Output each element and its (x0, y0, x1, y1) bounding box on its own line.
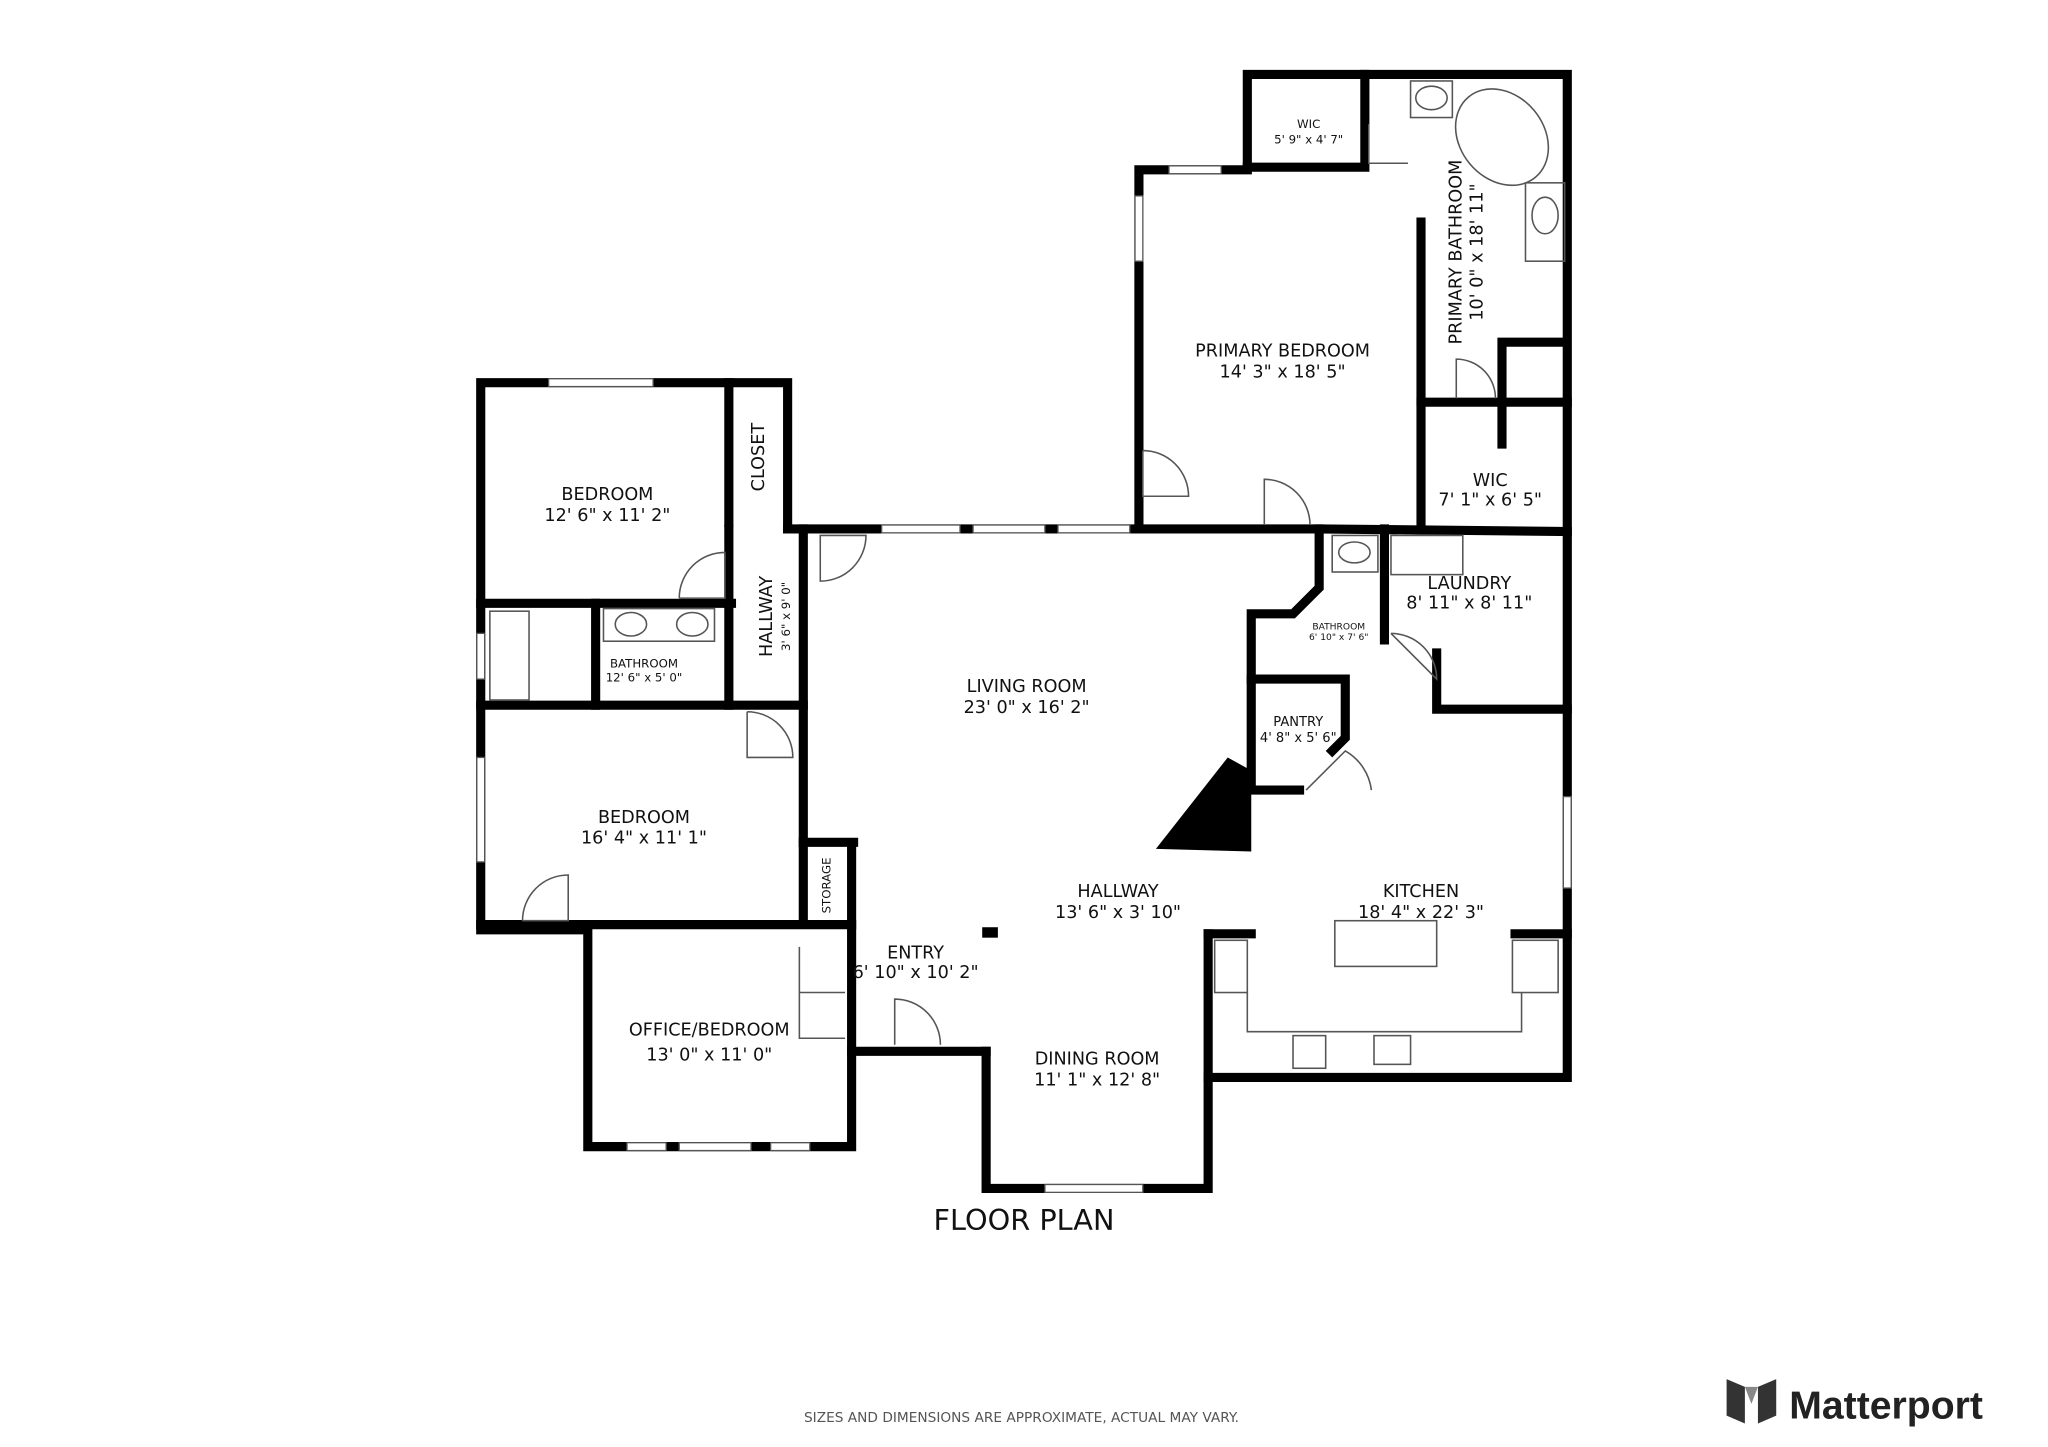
windows (476, 165, 1572, 1193)
hallway-2-dims: 13' 6" x 3' 10" (1055, 903, 1181, 923)
brand-name: Matterport (1789, 1384, 1983, 1427)
hallway-1-name: HALLWAY (757, 576, 777, 657)
wic-top-name: WIC (1297, 117, 1320, 131)
doors (521, 124, 1497, 1045)
matterport-logo: Matterport (1726, 1379, 1983, 1427)
dining-room-name: DINING ROOM (1035, 1049, 1160, 1069)
wic-lower-dims: 7' 1" x 6' 5" (1438, 490, 1542, 510)
primary-bathroom-dims: 10' 0" x 18' 11" (1467, 183, 1487, 320)
kitchen-dims: 18' 4" x 22' 3" (1358, 903, 1484, 923)
dining-room-dims: 11' 1" x 12' 8" (1034, 1070, 1160, 1090)
bedroom-1-dims: 12' 6" x 11' 2" (544, 506, 670, 526)
storage-name: STORAGE (820, 857, 834, 913)
bedroom-2-name: BEDROOM (598, 808, 690, 828)
primary-bedroom-name: PRIMARY BEDROOM (1195, 342, 1370, 362)
living-room-dims: 23' 0" x 16' 2" (964, 698, 1090, 718)
wic-lower-name: WIC (1473, 471, 1508, 491)
hallway-2-name: HALLWAY (1077, 882, 1158, 902)
office-name: OFFICE/BEDROOM (629, 1021, 790, 1041)
pantry-name: PANTRY (1273, 715, 1323, 730)
primary-bedroom-dims: 14' 3" x 18' 5" (1220, 362, 1346, 382)
bedroom-2-dims: 16' 4" x 11' 1" (581, 829, 707, 849)
matterport-icon (1726, 1379, 1777, 1424)
office-dims: 13' 0" x 11' 0" (646, 1045, 772, 1065)
fixtures (489, 80, 1566, 1070)
bedroom-1-name: BEDROOM (561, 485, 653, 505)
pantry-dims: 4' 8" x 5' 6" (1260, 731, 1337, 746)
room-labels: WIC 5' 9" x 4' 7" PRIMARY BATHROOM 10' 0… (544, 117, 1542, 1090)
entry-dims: 6' 10" x 10' 2" (853, 963, 979, 983)
wic-top-dims: 5' 9" x 4' 7" (1274, 133, 1343, 147)
laundry-dims: 8' 11" x 8' 11" (1406, 594, 1532, 614)
closet-name: CLOSET (749, 423, 769, 492)
floor-plan-title: FLOOR PLAN (934, 1203, 1115, 1237)
primary-bathroom-name: PRIMARY BATHROOM (1446, 160, 1466, 345)
bathroom-1-dims: 12' 6" x 5' 0" (606, 671, 683, 685)
fireplace (1155, 757, 1252, 852)
bathroom-2-name: BATHROOM (1312, 622, 1365, 632)
laundry-name: LAUNDRY (1427, 574, 1511, 594)
living-room-name: LIVING ROOM (967, 677, 1087, 697)
bathroom-2-dims: 6' 10" x 7' 6" (1309, 633, 1368, 643)
walls (476, 69, 1572, 1193)
hallway-1-dims: 3' 6" x 9' 0" (779, 582, 793, 651)
disclaimer: SIZES AND DIMENSIONS ARE APPROXIMATE, AC… (804, 1410, 1239, 1426)
bathroom-1-name: BATHROOM (610, 656, 678, 670)
kitchen-name: KITCHEN (1383, 882, 1459, 902)
entry-name: ENTRY (887, 944, 944, 964)
